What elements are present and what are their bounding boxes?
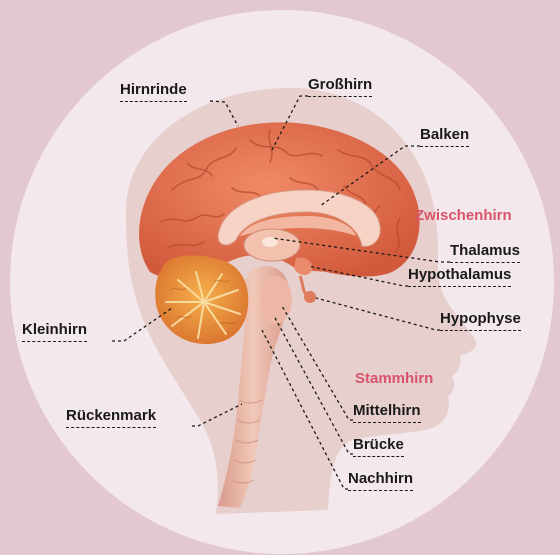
label-hirnrinde: Hirnrinde [120, 81, 187, 102]
label-nachhirn: Nachhirn [348, 470, 413, 491]
label-grosshirn: Großhirn [308, 76, 372, 97]
pituitary-shape [304, 291, 316, 303]
label-hypophyse: Hypophyse [440, 310, 521, 331]
section-heading-stammhirn: Stammhirn [355, 370, 433, 390]
label-hypothalamus: Hypothalamus [408, 266, 511, 287]
section-heading-zwischenhirn: Zwischenhirn [415, 207, 512, 227]
label-thalamus: Thalamus [450, 242, 520, 263]
label-mittelhirn: Mittelhirn [353, 402, 421, 423]
label-brucke: Brücke [353, 436, 404, 457]
label-balken: Balken [420, 126, 469, 147]
pons-shape [260, 276, 292, 324]
label-kleinhirn: Kleinhirn [22, 321, 87, 342]
label-ruckenmark: Rückenmark [66, 407, 156, 428]
